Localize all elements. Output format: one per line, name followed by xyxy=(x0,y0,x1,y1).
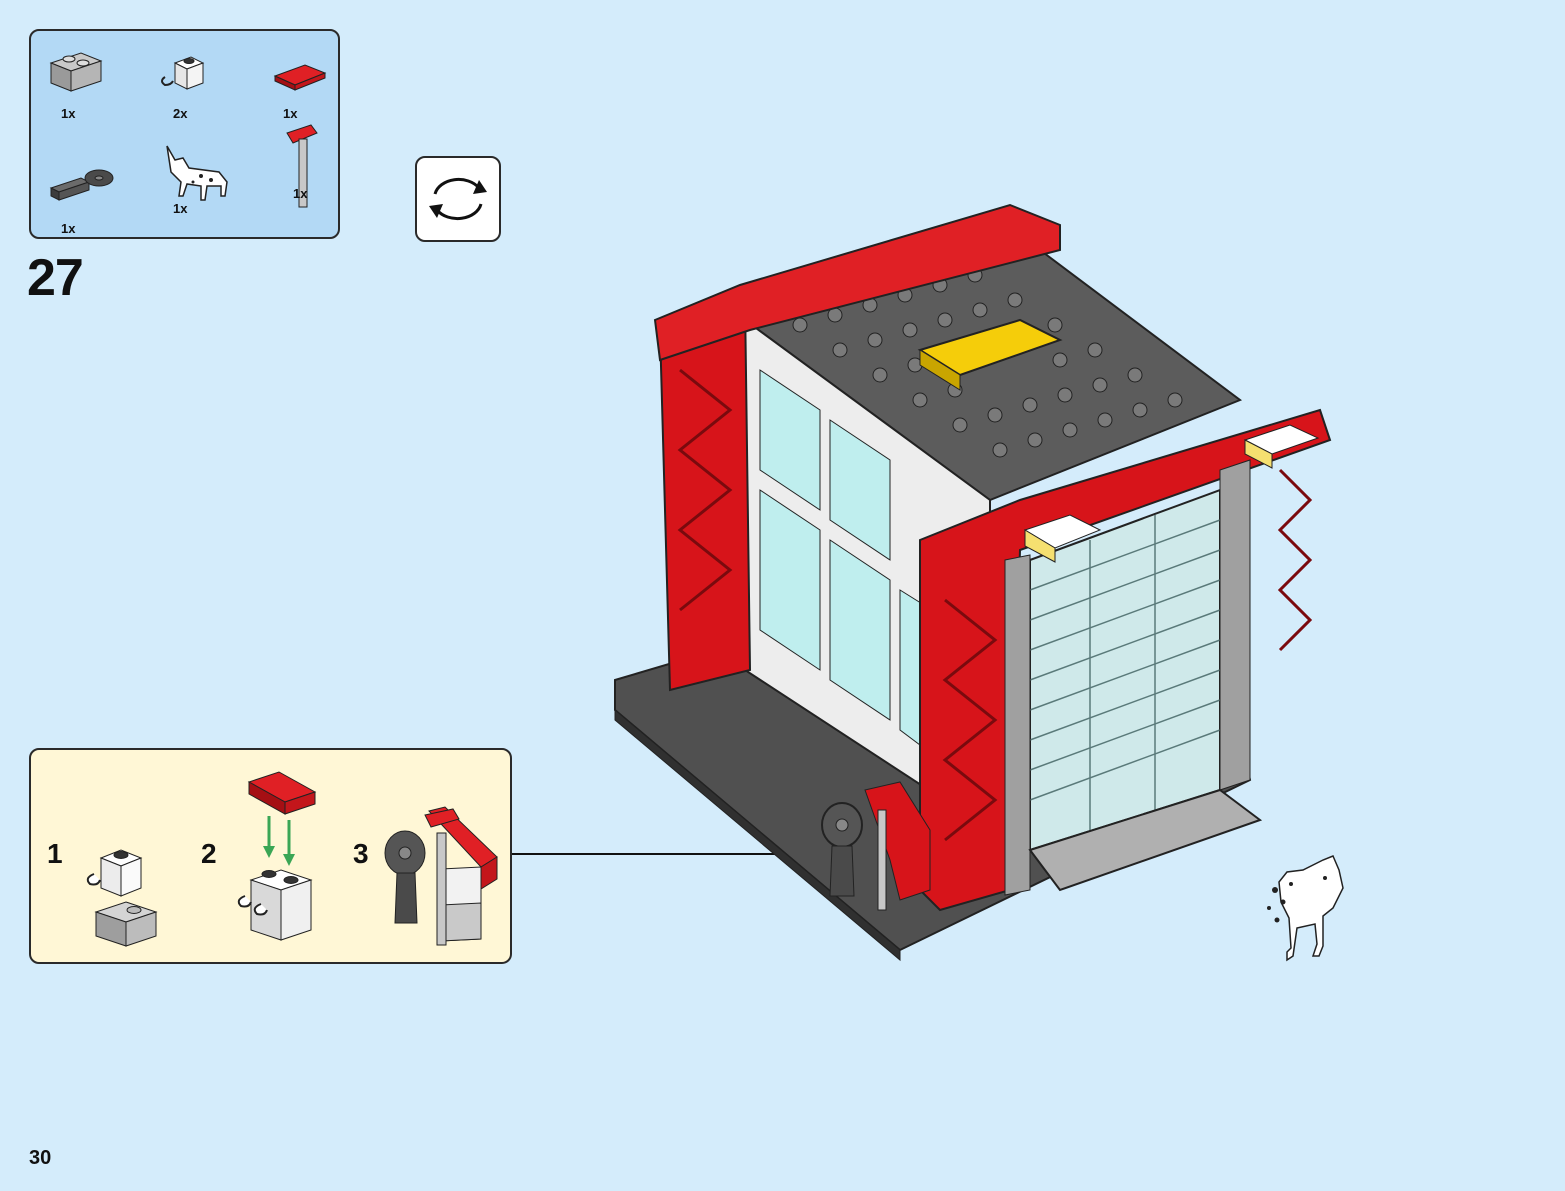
substep-number-3: 3 xyxy=(353,838,369,869)
part-qty: 1x xyxy=(61,221,76,236)
part-qty: 1x xyxy=(283,106,298,121)
saw-element-icon xyxy=(49,169,114,201)
dog-icon xyxy=(166,145,228,201)
subassembly-panel: 1 2 3 xyxy=(29,748,512,964)
dalmatian-dog-illustration xyxy=(1267,855,1344,962)
step-number: 27 xyxy=(27,249,84,307)
substep-3-illustration xyxy=(384,806,498,946)
callout-line xyxy=(512,853,812,855)
part-axe-tool: 1x xyxy=(273,121,363,208)
part-qty: 1x xyxy=(61,106,76,121)
axe-tool-icon xyxy=(286,124,318,208)
substep-1-illustration xyxy=(86,849,158,947)
part-gray-brick: 1x xyxy=(41,41,131,121)
part-white-clip-brick: 2x xyxy=(153,41,243,121)
part-qty: 1x xyxy=(173,201,188,216)
part-red-tile: 1x xyxy=(263,41,353,121)
part-qty: 1x xyxy=(293,186,308,201)
white-clip-brick-icon xyxy=(161,56,205,90)
part-saw-element: 1x xyxy=(41,156,131,236)
rotate-model-button[interactable] xyxy=(415,156,501,242)
red-tile-icon xyxy=(273,64,327,91)
part-dalmatian-dog: 1x xyxy=(153,136,243,216)
page-number: 30 xyxy=(29,1147,52,1169)
substep-number-2: 2 xyxy=(201,838,217,869)
substep-2-illustration xyxy=(237,771,317,941)
substep-number-1: 1 xyxy=(47,838,63,869)
rotate-model-icon xyxy=(429,177,487,221)
gray-brick-icon xyxy=(49,52,103,92)
fire-station-model xyxy=(614,203,1332,962)
parts-list-panel: 1x 2x 1x 1x xyxy=(29,29,340,239)
part-qty: 2x xyxy=(173,106,188,121)
